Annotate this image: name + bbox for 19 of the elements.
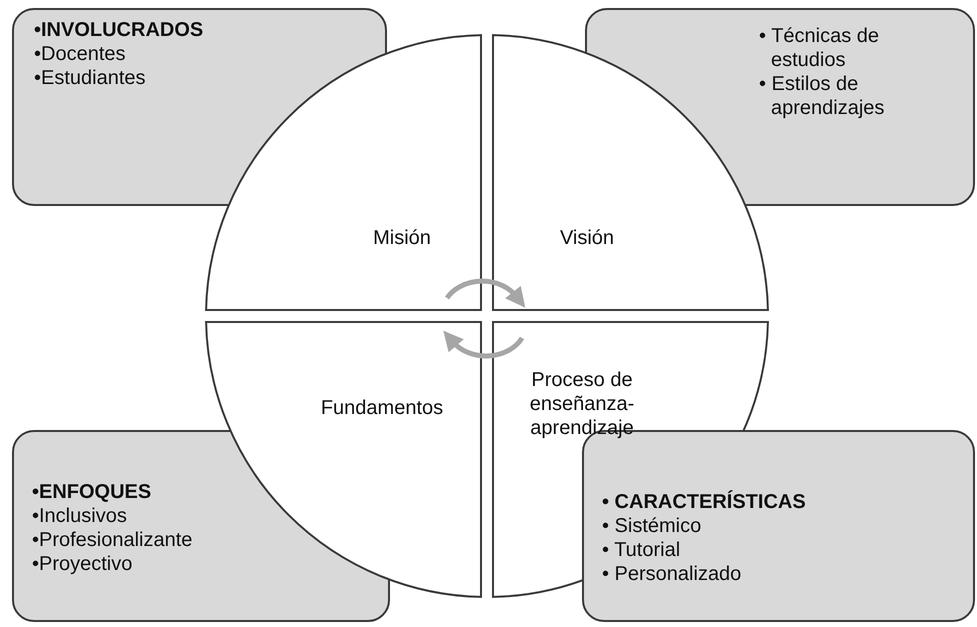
list-item: •Profesionalizante: [32, 528, 194, 552]
list-item: •Inclusivos: [32, 504, 128, 528]
list-item: • Sistémico: [602, 514, 702, 538]
list-heading: • CARACTERÍSTICAS: [602, 490, 807, 514]
arrow: [442, 331, 524, 358]
quadrant-label: Misión: [372, 226, 432, 250]
list-item: • Tutorial: [602, 538, 682, 562]
list-item: • Estilos de aprendizajes: [759, 72, 886, 120]
list-item: •Docentes: [34, 42, 126, 66]
list-item: •Estudiantes: [34, 66, 147, 90]
quadrant-label: Proceso de enseñanza-aprendizaje: [528, 368, 636, 440]
list-heading: •ENFOQUES: [32, 480, 152, 504]
list-item: •Proyectivo: [32, 552, 134, 576]
list-item: • Técnicas de estudios: [759, 24, 880, 72]
arrow: [445, 278, 526, 308]
list-item: • Personalizado: [602, 562, 742, 586]
quadrant-label: Fundamentos: [320, 396, 444, 420]
list-heading: •INVOLUCRADOS: [34, 18, 204, 42]
quadrant-label: Visión: [558, 226, 616, 250]
